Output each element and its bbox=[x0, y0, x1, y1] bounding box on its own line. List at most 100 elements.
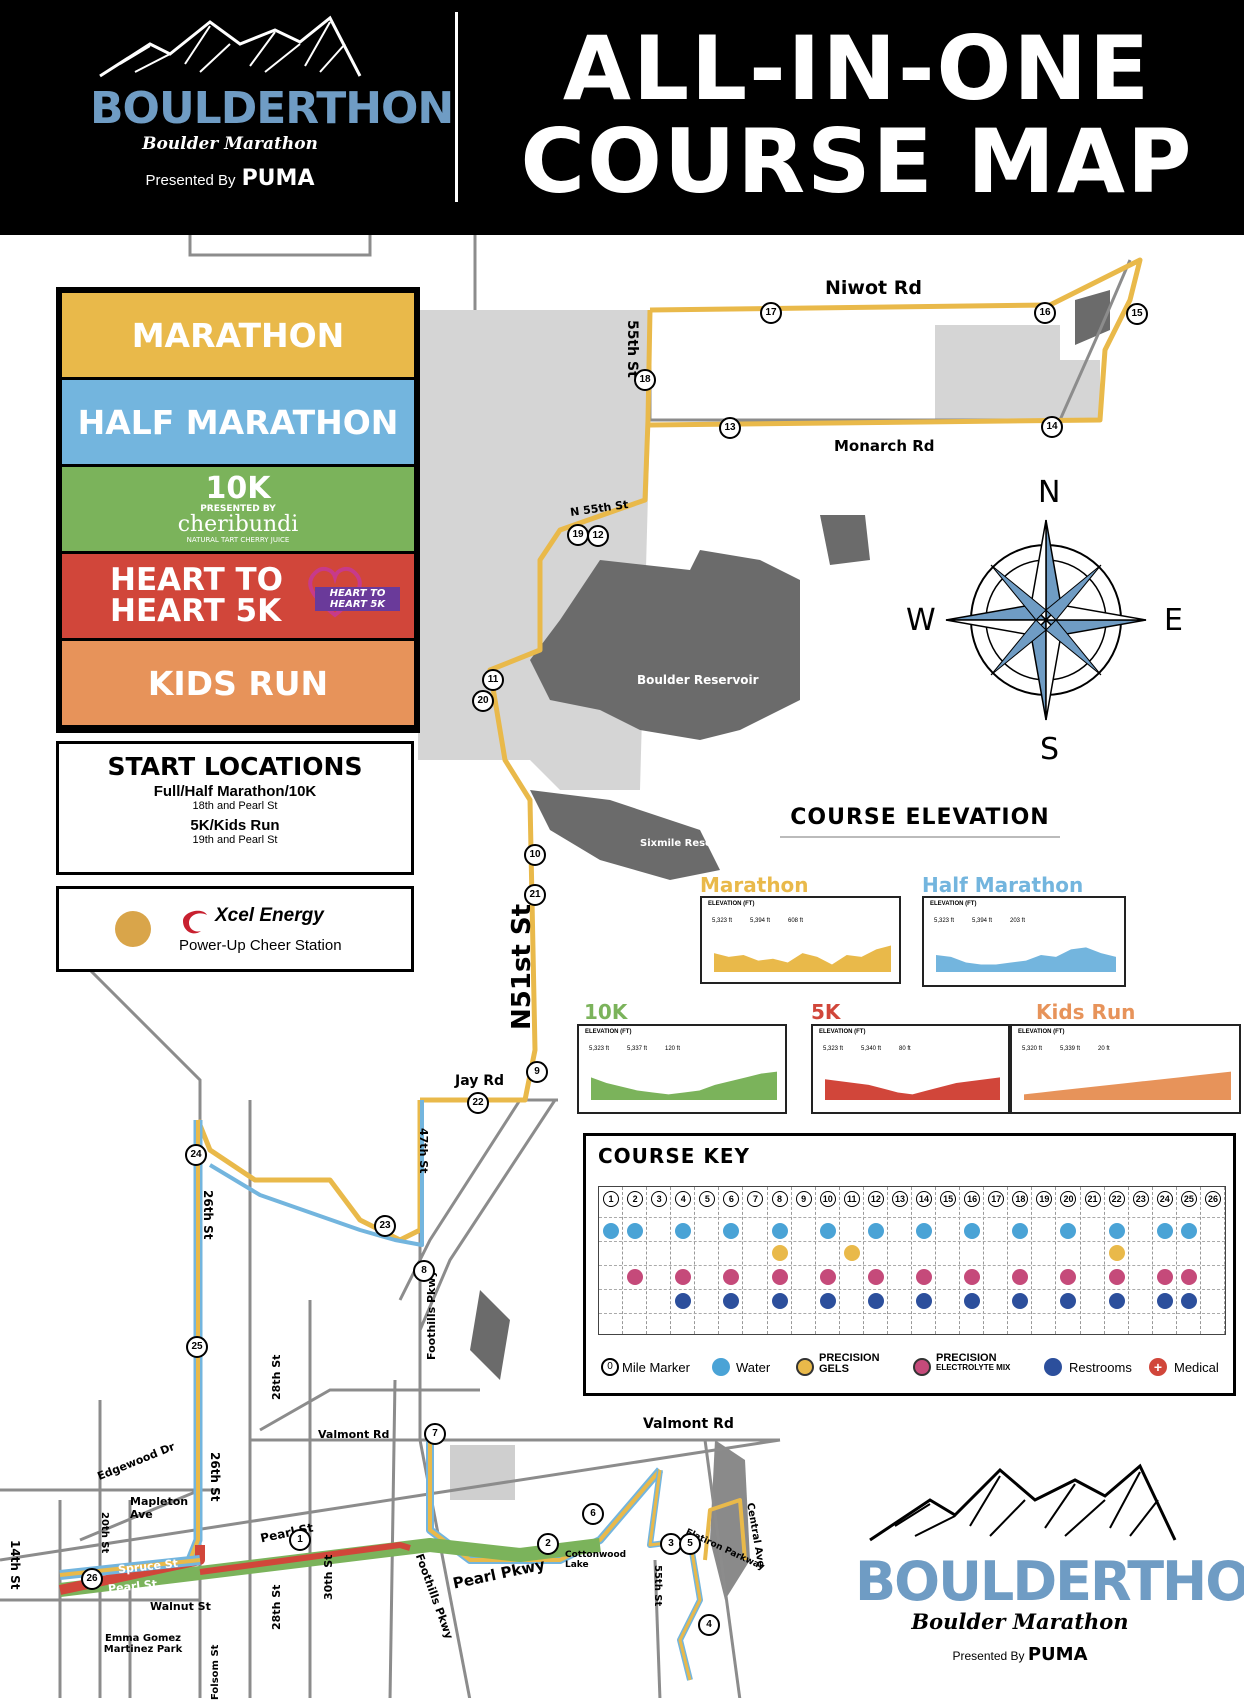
map-mile-marker: 20 bbox=[472, 690, 494, 712]
elevation-profile bbox=[591, 1071, 777, 1100]
elevation-stat: 80 ft bbox=[899, 1046, 911, 1052]
key-column: 10 bbox=[816, 1187, 840, 1334]
key-mile-marker: 10 bbox=[819, 1191, 836, 1207]
key-mile-marker: 23 bbox=[1132, 1191, 1149, 1207]
elevation-stat: 5,337 ft bbox=[627, 1046, 648, 1052]
key-mile-marker: 20 bbox=[1060, 1191, 1077, 1207]
map-mile-marker: 24 bbox=[185, 1144, 207, 1166]
key-mile-marker: 8 bbox=[771, 1191, 788, 1207]
key-electrolyte-icon bbox=[771, 1269, 788, 1285]
start-locations: START LOCATIONS Full/Half Marathon/10K 1… bbox=[56, 741, 414, 875]
key-mile-marker: 6 bbox=[723, 1191, 740, 1207]
key-column: 7 bbox=[743, 1187, 768, 1334]
map-mile-marker: 23 bbox=[374, 1215, 396, 1237]
header: BOULDERTHON Boulder Marathon Presented B… bbox=[0, 0, 1244, 235]
map-mile-marker: 18 bbox=[634, 369, 656, 391]
boulder-reservoir-label: Boulder Reservoir bbox=[637, 673, 759, 687]
elevation-profile-area bbox=[1024, 1071, 1231, 1100]
small-pond bbox=[820, 515, 870, 565]
elevation-stat: 5,323 ft bbox=[712, 918, 733, 924]
sixmile-reservoir-label: Sixmile Reservoir bbox=[640, 838, 739, 849]
key-water-icon bbox=[916, 1223, 933, 1239]
legend-water: Water bbox=[736, 1360, 771, 1375]
title-line-1: ALL-IN-ONE bbox=[562, 17, 1152, 120]
key-restroom-icon bbox=[916, 1293, 933, 1309]
key-column: 21 bbox=[1081, 1187, 1105, 1334]
start-full-location: 18th and Pearl St bbox=[192, 800, 278, 812]
key-restroom-icon bbox=[771, 1293, 788, 1309]
key-column: 24 bbox=[1153, 1187, 1177, 1334]
key-mile-marker: 24 bbox=[1156, 1191, 1173, 1207]
key-mile-marker: 17 bbox=[988, 1191, 1005, 1207]
key-water-icon bbox=[675, 1223, 692, 1239]
key-column: 26 bbox=[1201, 1187, 1225, 1334]
elevation-stat: 608 ft bbox=[788, 918, 804, 924]
elevation-stat: 20 ft bbox=[1098, 1046, 1110, 1052]
elevation-chart-title: 10K bbox=[584, 1000, 628, 1024]
key-electrolyte-icon bbox=[1156, 1269, 1173, 1285]
key-column: 2 bbox=[623, 1187, 648, 1334]
compass-s: S bbox=[1040, 732, 1060, 767]
elevation-chart-heading: ELEVATION (FT) bbox=[585, 1029, 632, 1035]
footer-puma-logo: PUMA bbox=[1027, 1644, 1088, 1665]
key-mile-marker: 19 bbox=[1036, 1191, 1053, 1207]
road-20th: 20th St bbox=[99, 1512, 110, 1554]
key-column: 4 bbox=[671, 1187, 696, 1334]
road-mapleton: Mapleton Ave bbox=[130, 1495, 189, 1521]
key-column: 23 bbox=[1129, 1187, 1153, 1334]
key-water-icon bbox=[1060, 1223, 1077, 1239]
key-restroom-icon bbox=[1060, 1293, 1077, 1309]
cheer-station-icon bbox=[115, 911, 151, 947]
key-gels-icon bbox=[843, 1245, 860, 1261]
mile-marker-icon: 0 bbox=[601, 1358, 619, 1376]
map-mile-marker: 21 bbox=[524, 884, 546, 906]
sixmile-reservoir bbox=[530, 790, 720, 880]
road-26th-b: 26th St bbox=[208, 1452, 222, 1502]
brand-subtitle: Boulder Marathon bbox=[142, 134, 318, 154]
xcel-brand: Xcel Energy bbox=[215, 905, 324, 926]
key-mile-marker: 4 bbox=[675, 1191, 692, 1207]
key-column: 1 bbox=[599, 1187, 624, 1334]
map-mile-marker: 5 bbox=[679, 1533, 701, 1555]
map-mile-marker: 12 bbox=[587, 525, 609, 547]
key-row-divider bbox=[599, 1217, 1225, 1218]
key-column: 16 bbox=[960, 1187, 985, 1334]
road-walnut: Walnut St bbox=[150, 1600, 211, 1613]
key-column: 15 bbox=[936, 1187, 961, 1334]
road-14th: 14th St bbox=[8, 1540, 22, 1590]
key-mile-marker: 25 bbox=[1180, 1191, 1197, 1207]
key-restroom-icon bbox=[867, 1293, 884, 1309]
key-column: 3 bbox=[647, 1187, 672, 1334]
map-mile-marker: 25 bbox=[186, 1336, 208, 1358]
key-column: 18 bbox=[1008, 1187, 1033, 1334]
restroom-icon bbox=[1044, 1358, 1062, 1376]
marathon-loop2 bbox=[195, 1100, 423, 1243]
map-mile-marker: 17 bbox=[760, 302, 782, 324]
key-electrolyte-icon bbox=[964, 1269, 981, 1285]
key-water-icon bbox=[1012, 1223, 1029, 1239]
key-row-divider bbox=[599, 1313, 1225, 1314]
legend-restrooms: Restrooms bbox=[1069, 1360, 1132, 1375]
elevation-profile-area bbox=[714, 945, 891, 972]
map-mile-marker: 15 bbox=[1126, 303, 1148, 325]
key-mile-marker: 13 bbox=[891, 1191, 908, 1207]
key-column: 20 bbox=[1056, 1187, 1081, 1334]
map-mile-marker: 7 bbox=[424, 1423, 446, 1445]
road-26th-a: 26th St bbox=[201, 1190, 215, 1240]
map-mile-marker: 26 bbox=[81, 1568, 103, 1590]
boulder-reservoir bbox=[530, 550, 800, 740]
race-marathon: MARATHON bbox=[62, 293, 414, 377]
key-row-divider bbox=[599, 1265, 1225, 1266]
half-route bbox=[208, 1100, 424, 1247]
key-mile-marker: 7 bbox=[747, 1191, 764, 1207]
compass-n: N bbox=[1038, 475, 1061, 510]
race-5k: HEART TO HEART 5K HEART TO HEART 5K bbox=[62, 554, 414, 638]
key-water-icon bbox=[603, 1223, 620, 1239]
map-mile-marker: 4 bbox=[698, 1614, 720, 1636]
key-column: 5 bbox=[695, 1187, 720, 1334]
